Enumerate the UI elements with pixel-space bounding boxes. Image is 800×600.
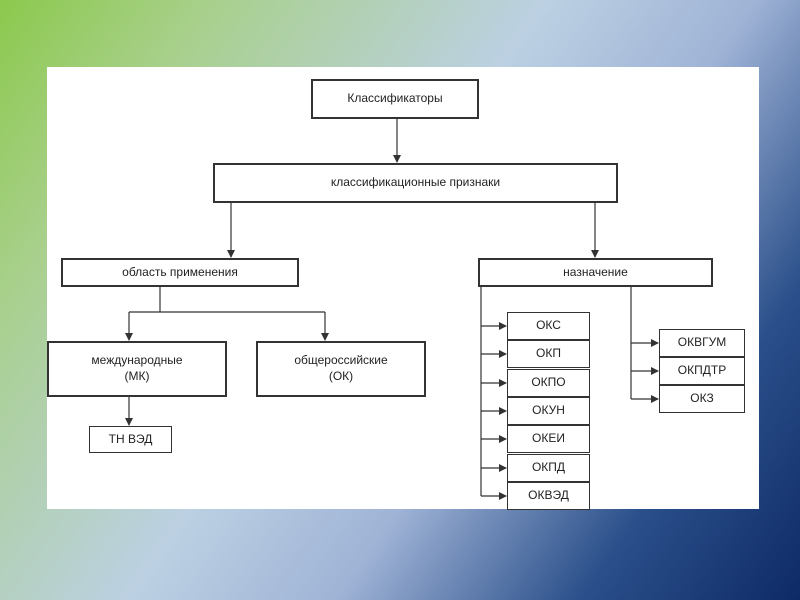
node-okz: ОКЗ xyxy=(659,385,745,413)
node-classifiers: Классификаторы xyxy=(311,79,479,119)
node-okpd: ОКПД xyxy=(507,454,590,482)
node-classification-features-label: классификационные признаки xyxy=(330,175,501,190)
node-okei-label: ОКЕИ xyxy=(532,431,565,446)
node-okvgum: ОКВГУМ xyxy=(659,329,745,357)
node-okpo-label: ОКПО xyxy=(531,375,566,390)
node-okpd-label: ОКПД xyxy=(531,460,566,475)
node-purpose-label: назначение xyxy=(563,264,628,279)
node-okvgum-label: ОКВГУМ xyxy=(677,335,727,350)
node-national-line1: общероссийские xyxy=(294,353,388,368)
node-tnved: ТН ВЭД xyxy=(89,426,172,453)
node-okc-label: ОКС xyxy=(536,318,561,333)
node-okved-label: ОКВЭД xyxy=(528,488,569,503)
node-international-line1: международные xyxy=(91,353,183,368)
node-scope: область применения xyxy=(61,258,299,287)
node-okun-label: ОКУН xyxy=(532,403,565,418)
node-classifiers-label: Классификаторы xyxy=(347,91,443,106)
node-tnved-label: ТН ВЭД xyxy=(108,431,153,446)
node-classification-features: классификационные признаки xyxy=(213,163,618,203)
node-purpose: назначение xyxy=(478,258,713,287)
node-national: общероссийские (ОК) xyxy=(256,341,426,397)
node-okp: ОКП xyxy=(507,340,590,368)
node-okp-label: ОКП xyxy=(536,346,561,361)
node-okpo: ОКПО xyxy=(507,369,590,397)
node-okei: ОКЕИ xyxy=(507,425,590,453)
node-okun: ОКУН xyxy=(507,397,590,425)
node-international-line2: (МК) xyxy=(124,369,150,383)
node-national-line2: (ОК) xyxy=(328,369,354,383)
node-okpdtr-label: ОКПДТР xyxy=(677,363,727,378)
node-okved: ОКВЭД xyxy=(507,482,590,510)
node-okz-label: ОКЗ xyxy=(690,391,714,406)
connectors xyxy=(125,119,659,500)
node-international: международные (МК) xyxy=(47,341,227,397)
node-okc: ОКС xyxy=(507,312,590,340)
node-okpdtr: ОКПДТР xyxy=(659,357,745,385)
diagram-panel: Классификаторы классификационные признак… xyxy=(47,67,759,510)
node-scope-label: область применения xyxy=(122,264,238,279)
